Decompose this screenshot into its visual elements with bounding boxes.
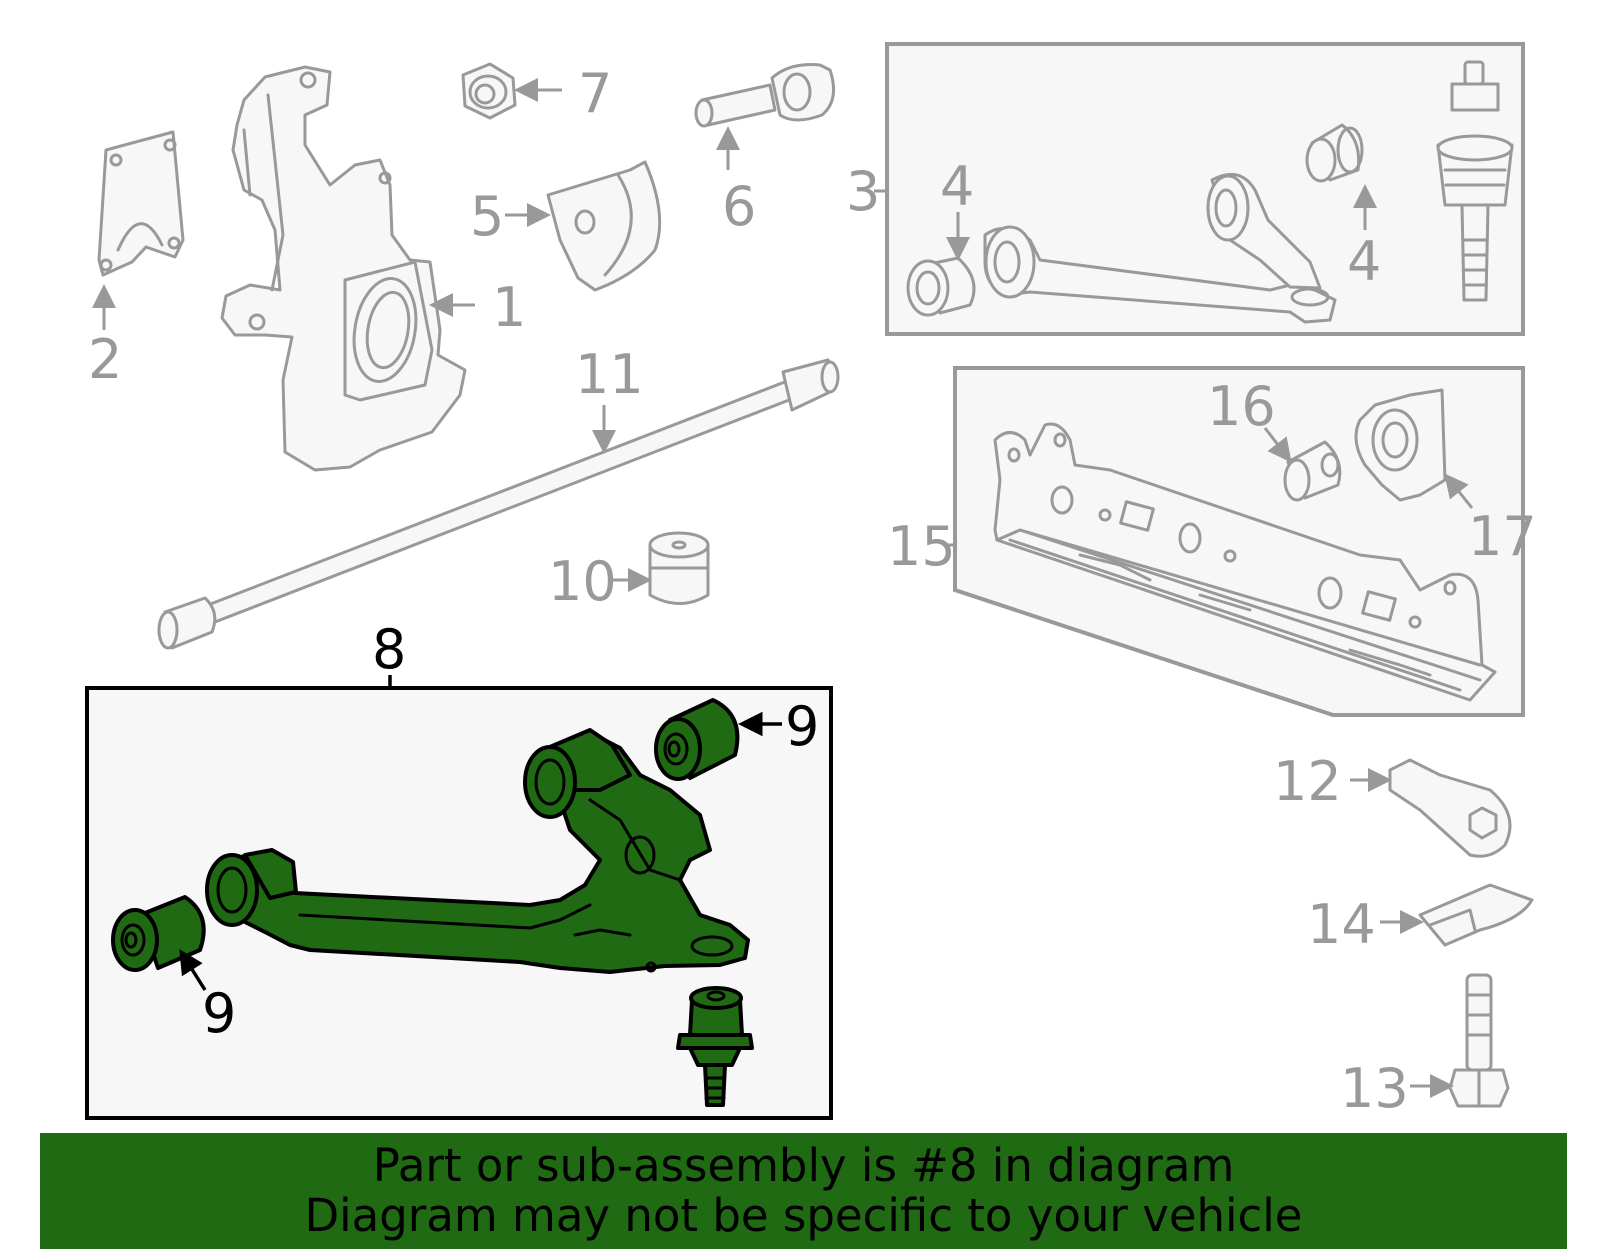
callout-10: 10 bbox=[548, 550, 617, 613]
lower-control-arm bbox=[205, 728, 750, 974]
upper-ball-joint bbox=[1436, 60, 1514, 302]
part-14-plate bbox=[1380, 883, 1534, 947]
part-3-upper-arm-box bbox=[874, 42, 1525, 336]
part-8-lower-arm-box bbox=[85, 675, 833, 1120]
part-7-nut bbox=[461, 62, 562, 120]
callout-2: 2 bbox=[88, 328, 122, 391]
callout-9-left: 9 bbox=[202, 982, 236, 1045]
footer-banner: Part or sub-assembly is #8 in diagram Di… bbox=[40, 1133, 1567, 1249]
callout-13: 13 bbox=[1340, 1057, 1409, 1120]
part-9-bushing-top bbox=[654, 698, 782, 781]
part-4-bushing-left bbox=[906, 212, 976, 317]
callout-4-right: 4 bbox=[1347, 230, 1381, 293]
callout-1: 1 bbox=[492, 276, 526, 339]
part-2-bracket bbox=[92, 130, 185, 330]
callout-12: 12 bbox=[1273, 750, 1342, 813]
callout-11: 11 bbox=[575, 343, 644, 406]
callout-14: 14 bbox=[1307, 893, 1376, 956]
upper-control-arm bbox=[983, 172, 1337, 324]
callout-8: 8 bbox=[372, 618, 406, 681]
part-16-bushing bbox=[1263, 427, 1342, 502]
part-9-bushing-left bbox=[111, 895, 207, 991]
part-5-shield bbox=[505, 160, 662, 292]
footer-line-2: Diagram may not be specific to your vehi… bbox=[304, 1189, 1303, 1242]
part-11-bar bbox=[157, 358, 840, 650]
part-12-adjuster bbox=[1350, 758, 1512, 858]
callout-16: 16 bbox=[1207, 375, 1276, 438]
callout-9-top: 9 bbox=[785, 695, 819, 758]
part-4-bushing-right bbox=[1305, 123, 1377, 230]
callout-4-left: 4 bbox=[940, 155, 974, 218]
callout-17: 17 bbox=[1468, 505, 1537, 568]
footer-line-1: Part or sub-assembly is #8 in diagram bbox=[372, 1139, 1235, 1192]
callout-5: 5 bbox=[470, 185, 504, 248]
callout-3: 3 bbox=[846, 160, 880, 223]
part-17-bracket bbox=[1354, 388, 1474, 509]
part-13-bolt bbox=[1410, 973, 1510, 1108]
part-6-bolt bbox=[694, 63, 836, 170]
part-10-bushing bbox=[610, 531, 710, 605]
callout-15: 15 bbox=[887, 515, 956, 578]
lower-ball-joint bbox=[676, 986, 754, 1107]
part-1-knuckle bbox=[220, 65, 475, 472]
callout-6: 6 bbox=[722, 175, 756, 238]
callout-7: 7 bbox=[578, 62, 612, 125]
